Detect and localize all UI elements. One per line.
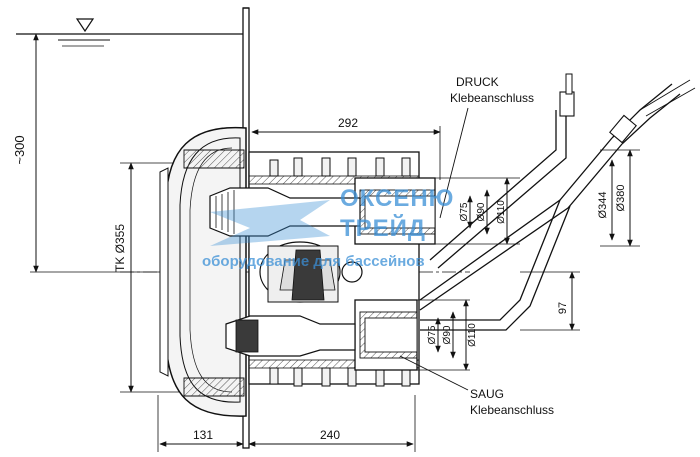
watermark-logo-icon bbox=[210, 200, 330, 246]
water-level bbox=[16, 18, 243, 47]
druck-d75-label: Ø75 bbox=[459, 202, 470, 221]
saug-d90-label: Ø90 bbox=[442, 325, 453, 344]
saug-sublabel: Klebeanschluss bbox=[470, 403, 554, 417]
tk-dimension: TK Ø355 bbox=[113, 162, 200, 393]
saug-nozzle bbox=[225, 299, 418, 371]
dim-292: 292 bbox=[251, 116, 441, 180]
saug-diameters: Ø75 Ø90 Ø110 bbox=[417, 299, 478, 371]
tk-dimension-label: TK Ø355 bbox=[113, 224, 127, 272]
dim-344-380: Ø344 Ø380 bbox=[597, 149, 640, 247]
saug-d110-label: Ø110 bbox=[467, 323, 478, 347]
dim-bottom: 131 240 bbox=[157, 395, 416, 452]
druck-callout: DRUCK Klebeanschluss bbox=[439, 75, 534, 219]
dim-131-label: 131 bbox=[193, 428, 213, 442]
dim-380-label: Ø380 bbox=[615, 185, 627, 212]
cable-gland-icon bbox=[559, 73, 696, 144]
front-cover bbox=[159, 126, 247, 417]
dim-97: 97 bbox=[520, 271, 580, 331]
saug-callout: SAUG Klebeanschluss bbox=[399, 355, 554, 417]
dim-344-label: Ø344 bbox=[597, 192, 609, 219]
watermark: ОКСЕНЮ ТРЕЙД оборудование для бассейнов bbox=[202, 185, 454, 270]
saug-d75-label: Ø75 bbox=[427, 325, 438, 344]
water-level-triangle-icon bbox=[75, 18, 95, 33]
depth-dimension: ~300 bbox=[12, 33, 200, 273]
watermark-line1: ОКСЕНЮ bbox=[340, 185, 454, 212]
druck-diameters: Ø75 Ø90 Ø110 bbox=[435, 177, 520, 245]
dim-97-label: 97 bbox=[557, 302, 569, 314]
watermark-line2: ТРЕЙД bbox=[340, 214, 426, 242]
dim-240-label: 240 bbox=[320, 428, 340, 442]
watermark-line3: оборудование для бассейнов bbox=[202, 253, 425, 270]
saug-label: SAUG bbox=[470, 387, 504, 401]
druck-d110-label: Ø110 bbox=[496, 200, 507, 224]
druck-nozzle bbox=[209, 177, 436, 245]
druck-d90-label: Ø90 bbox=[476, 202, 487, 221]
motor-assembly bbox=[259, 241, 363, 303]
dim-292-label: 292 bbox=[338, 116, 358, 130]
druck-sublabel: Klebeanschluss bbox=[450, 91, 534, 105]
druck-label: DRUCK bbox=[456, 75, 499, 89]
depth-dimension-label: ~300 bbox=[12, 135, 27, 164]
